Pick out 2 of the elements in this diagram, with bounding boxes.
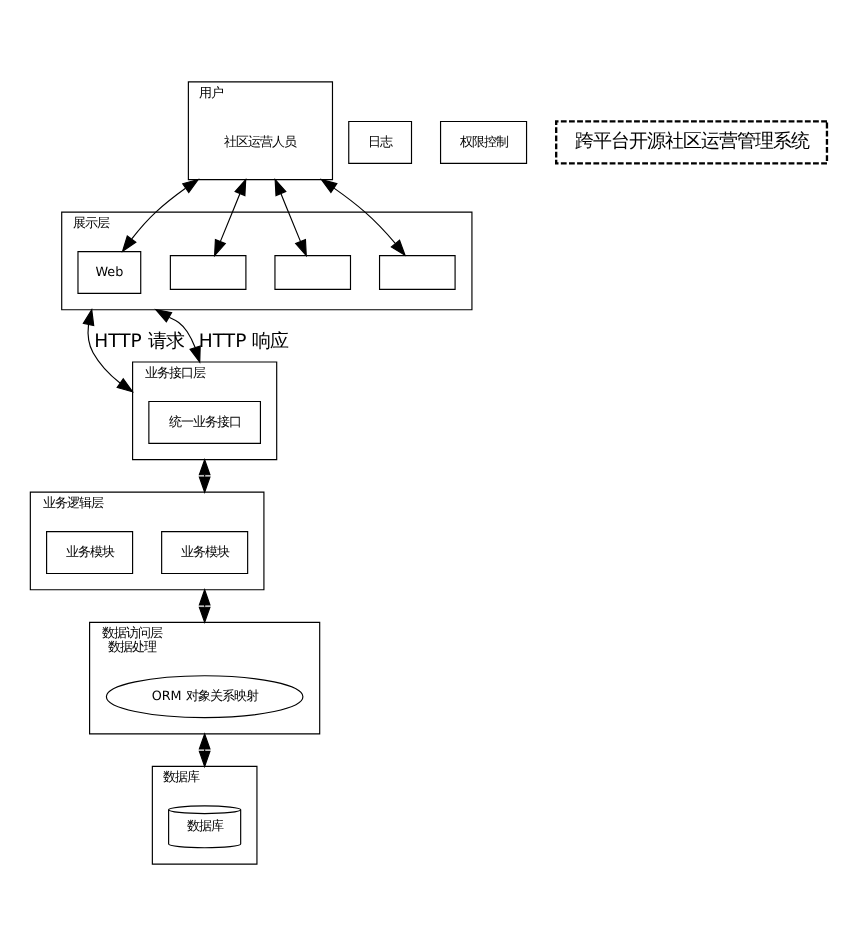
edge-label: HTTP 响应 [198,330,289,353]
edge-label: HTTP 请求 [94,330,184,353]
